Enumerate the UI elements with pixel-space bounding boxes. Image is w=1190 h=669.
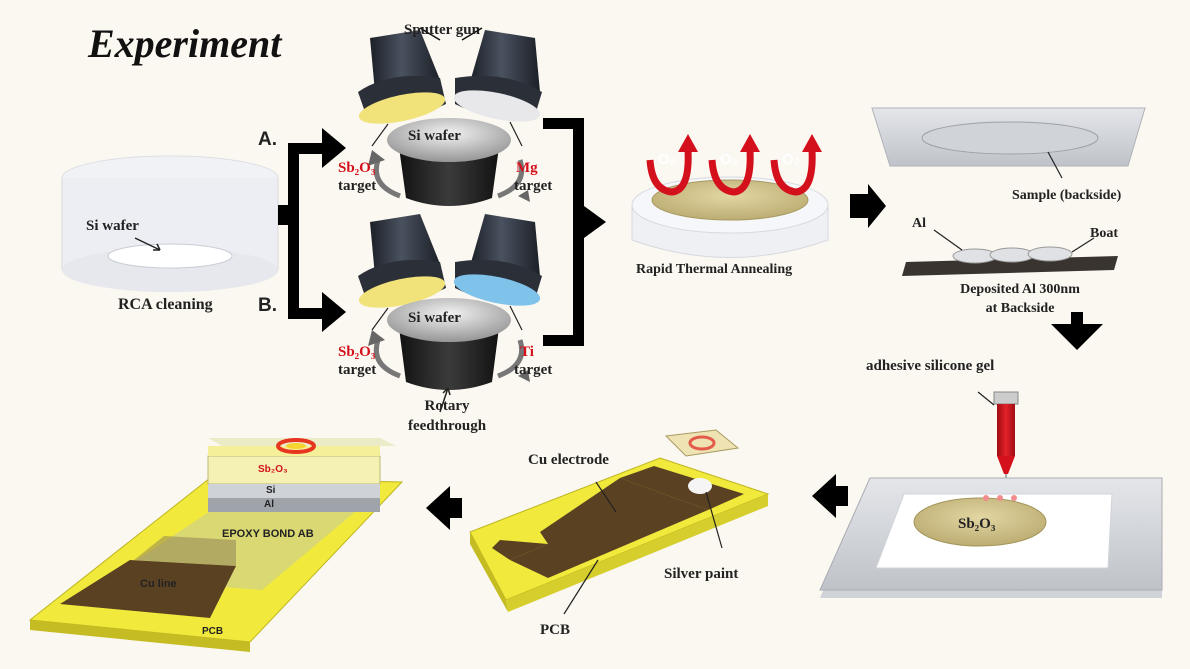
label-mg-target: Mg bbox=[516, 160, 538, 176]
pointer-sb2o3-b bbox=[371, 307, 389, 331]
o2-arrowheads bbox=[678, 134, 822, 152]
pcb-left bbox=[28, 477, 404, 652]
arrow-left-2 bbox=[426, 486, 462, 530]
arrow-left-1 bbox=[812, 474, 848, 518]
label-si-wafer-a: Si wafer bbox=[408, 128, 461, 144]
label-stack-sb2o3: Sb₂O₃ bbox=[258, 464, 288, 475]
chuck-b bbox=[368, 298, 530, 413]
label-target-b-left: target bbox=[338, 362, 377, 378]
label-pcb-middle: PCB bbox=[540, 622, 570, 638]
label-target-b-right: target bbox=[514, 362, 553, 378]
label-target-a-left: target bbox=[338, 178, 377, 194]
label-rta: Rapid Thermal Annealing bbox=[636, 262, 793, 277]
label-sputter-gun: Sputter gun bbox=[404, 22, 480, 38]
label-silver-paint: Silver paint bbox=[664, 566, 739, 582]
o2-flow-arrows bbox=[646, 149, 816, 196]
label-stack-si: Si bbox=[266, 485, 276, 496]
label-o2-2: O₂ bbox=[720, 151, 739, 168]
label-epoxy: EPOXY BOND AB bbox=[222, 528, 314, 540]
arrow-to-deposition bbox=[850, 184, 886, 228]
pcb-middle bbox=[469, 429, 770, 615]
rta-furnace bbox=[631, 176, 829, 258]
label-deposited-1: Deposited Al 300nm bbox=[960, 282, 1080, 297]
label-adhesive-silicone-gel: adhesive silicone gel bbox=[866, 358, 995, 374]
label-deposited-2: at Backside bbox=[985, 301, 1055, 316]
device-stack bbox=[207, 438, 396, 512]
evaporation-boat bbox=[902, 229, 1118, 276]
label-sb2o3-sample: Sb₂O₃ bbox=[958, 516, 996, 532]
label-target-a-right: target bbox=[514, 178, 553, 194]
label-sb2o3-target-a: Sb₂O₃ bbox=[338, 160, 376, 176]
label-rca-cleaning: RCA cleaning bbox=[118, 296, 213, 313]
pointer-mg bbox=[509, 121, 523, 147]
label-cu-line: Cu line bbox=[140, 578, 177, 590]
label-stack-al: Al bbox=[264, 499, 274, 510]
label-rotary: Rotary bbox=[424, 398, 470, 414]
pointer-sb2o3-a bbox=[371, 123, 389, 147]
label-sb2o3-target-b: Sb₂O₃ bbox=[338, 344, 376, 360]
path-bracket-left bbox=[278, 128, 346, 332]
rca-beaker bbox=[61, 155, 279, 292]
label-si-wafer-rca: Si wafer bbox=[86, 218, 139, 234]
label-path-b: B. bbox=[258, 295, 277, 316]
arrow-down bbox=[1051, 312, 1103, 350]
label-sample-backside: Sample (backside) bbox=[1012, 188, 1122, 203]
label-al: Al bbox=[912, 216, 926, 231]
sputter-gun-pointer bbox=[419, 27, 483, 41]
sputter-gun-b-sb2o3 bbox=[358, 214, 446, 308]
substrate-plate bbox=[819, 477, 1163, 598]
sample-plate bbox=[871, 107, 1146, 179]
label-si-wafer-b: Si wafer bbox=[408, 310, 461, 326]
sputter-gun-b-ti bbox=[453, 214, 542, 306]
label-cu-electrode: Cu electrode bbox=[528, 452, 609, 468]
page-title: Experiment bbox=[88, 21, 282, 66]
sputter-gun-a-mg bbox=[453, 30, 542, 122]
label-ti-target: Ti bbox=[520, 344, 534, 360]
label-boat: Boat bbox=[1090, 226, 1118, 241]
syringe bbox=[977, 391, 1019, 488]
sputter-gun-a-sb2o3 bbox=[358, 30, 446, 124]
path-bracket-right bbox=[543, 118, 606, 346]
label-feedthrough: feedthrough bbox=[407, 418, 487, 434]
label-o2-3: O₂ bbox=[782, 151, 801, 168]
label-o2-1: O₂ bbox=[658, 151, 677, 168]
label-path-a: A. bbox=[258, 129, 277, 150]
pointer-ti bbox=[509, 305, 523, 331]
chuck-a bbox=[368, 118, 530, 206]
label-pcb-left: PCB bbox=[202, 626, 224, 637]
